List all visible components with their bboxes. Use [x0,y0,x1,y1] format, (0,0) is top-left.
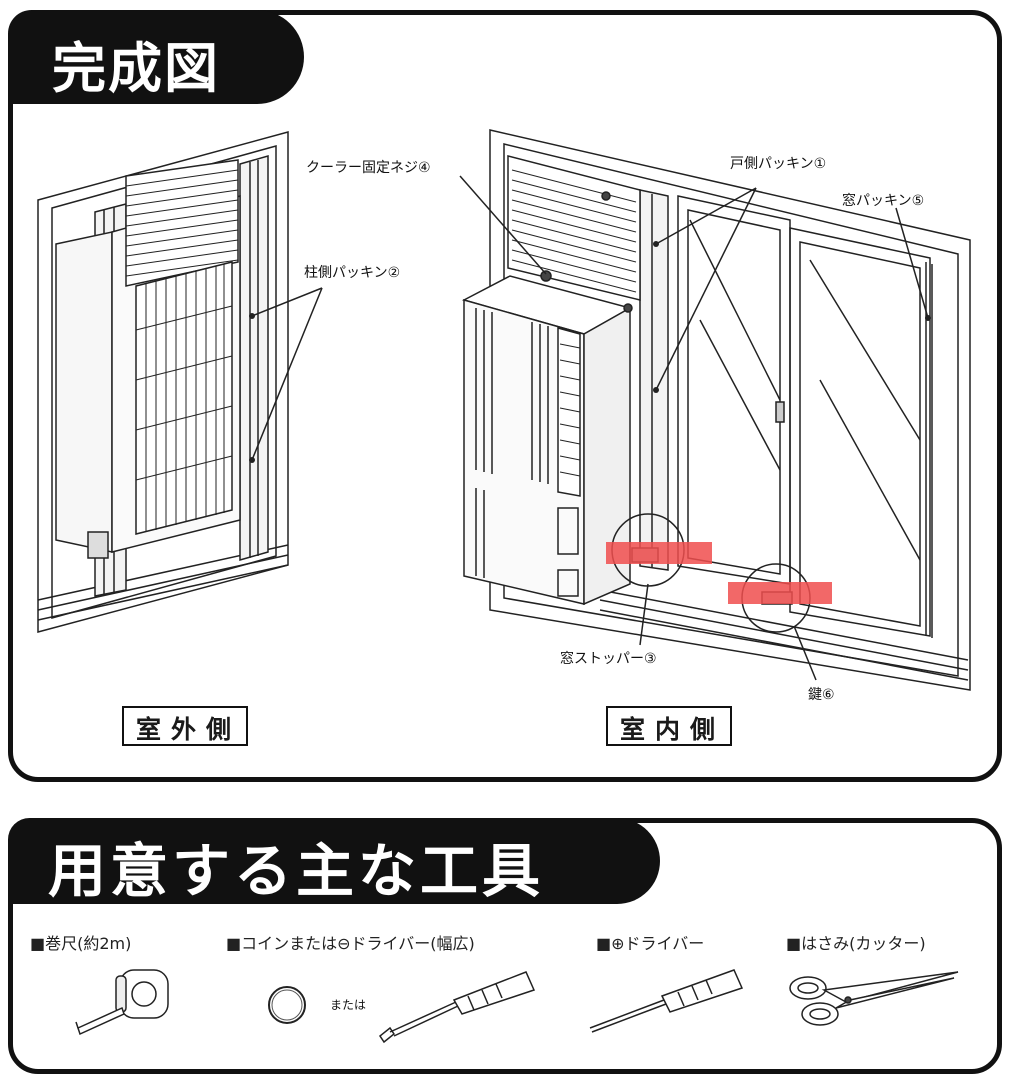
outdoor-side-illustration [37,131,323,633]
flathead-screwdriver-icon [378,971,536,1044]
indoor-side-label: 室内側 [606,706,732,746]
tools-panel: 用意する主な工具 [8,818,1002,1074]
window-packing-label: 窓パッキン⑤ [842,193,925,209]
key-label: 鍵⑥ [808,687,835,703]
window-stopper-label: 窓ストッパー③ [560,651,657,667]
outdoor-side-label: 室外側 [122,706,248,746]
indoor-side-illustration [459,129,971,691]
pillar-packing-label: 柱側パッキン② [304,265,401,281]
tool-label-scissors: ■はさみ(カッター) [786,934,926,953]
completion-diagram-title: 完成図 [8,10,304,104]
tool-label-tape-measure: ■巻尺(約2m) [30,934,132,953]
tool-label-coin-screwdriver: ■コインまたは⊖ドライバー(幅広) [226,934,475,953]
coin-icon [268,986,306,1024]
tape-measure-icon [75,969,169,1036]
scissors-icon [789,971,959,1026]
tool-label-phillips: ■⊕ドライバー [596,934,705,953]
cooler-screw-label: クーラー固定ネジ④ [306,160,431,176]
or-text: または [330,998,367,1012]
key-highlight [728,582,832,604]
tools-title: 用意する主な工具 [8,818,660,905]
door-packing-label: 戸側パッキン① [730,156,827,172]
stopper-highlight [606,542,712,564]
phillips-screwdriver-icon [589,969,744,1033]
